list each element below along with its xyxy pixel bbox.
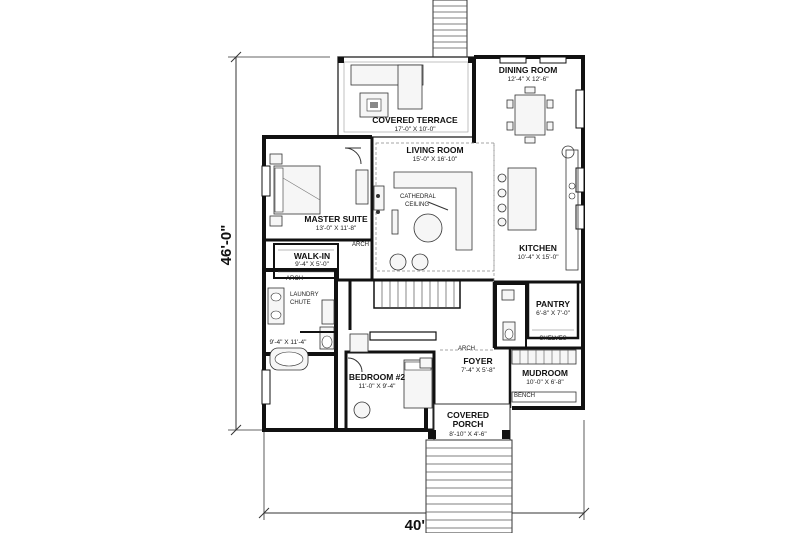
kitchen-size: 10'-4" X 15'-0" [517,254,559,261]
powder-room [495,283,527,349]
living-furniture [373,171,473,271]
bedroom2-bed [403,357,433,409]
dining-room-name: DINING ROOM [499,65,558,75]
master-bed [269,153,321,227]
interior-stairs [350,278,494,309]
front-stairs [425,439,513,533]
bath-size: 9'-4" X 11'-4" [270,339,308,346]
plant-dining [561,145,575,159]
dimension-width [258,420,590,520]
dining-table [506,86,554,144]
foyer-size: 7'-4" X 5'-8" [461,367,496,374]
laundry-chute-line2: CHUTE [290,300,311,306]
pantry-size: 6'-8" X 7'-0" [536,310,571,317]
cathedral-ceiling-line1: CATHEDRAL [400,194,437,200]
covered-porch-name-2: PORCH [453,419,484,429]
dining-room-size: 12'-4" X 12'-6" [507,76,549,83]
mudroom-bench [511,391,577,403]
bedroom2-chair [353,401,371,419]
covered-terrace-size: 17'-0" X 10'-0" [394,126,436,133]
mudroom-size: 10'-0" X 6'-8" [526,379,564,386]
covered-porch-area [428,403,511,441]
bedroom2-size: 11'-0" X 9'-4" [359,383,397,390]
cathedral-ceiling-line2: CEILING [405,202,429,208]
bench-note: BENCH [514,393,535,399]
master-bath [267,287,336,371]
arch-foyer: ARCH [458,346,475,352]
covered-porch-size: 8'-10" X 4'-6" [449,431,487,438]
bedroom2-name: BEDROOM #2 [349,372,405,382]
pantry-name: PANTRY [536,299,570,309]
living-room-name: LIVING ROOM [406,145,463,155]
arch-master: ARCH [352,242,369,248]
foyer-name: FOYER [463,356,492,366]
living-room-size: 15'-0" X 16'-10" [413,156,458,163]
covered-terrace-name: COVERED TERRACE [372,115,458,125]
dresser [355,169,369,205]
walk-in-name: WALK-IN [294,251,330,261]
arch-walk-in: ARCH [286,276,303,282]
overall-depth-label: 46'-0" [218,225,235,266]
walk-in-size: 9'-4" X 5'-0" [295,261,330,268]
mudroom-name: MUDROOM [522,368,568,378]
kitchen-cabinets [497,149,579,271]
windows [261,56,585,405]
master-suite-name: MASTER SUITE [304,214,368,224]
rear-stairs [432,0,468,58]
kitchen-name: KITCHEN [519,243,557,253]
covered-porch-name-1: COVERED [447,410,489,420]
bedroom2-walls [344,331,437,432]
walk-in-room [273,243,339,279]
laundry-chute-line1: LAUNDRY [290,292,319,298]
master-suite-size: 13'-0" X 11'-8" [316,225,357,232]
covered-terrace-area [337,56,475,138]
shelves-note: SHELVES [539,336,566,342]
